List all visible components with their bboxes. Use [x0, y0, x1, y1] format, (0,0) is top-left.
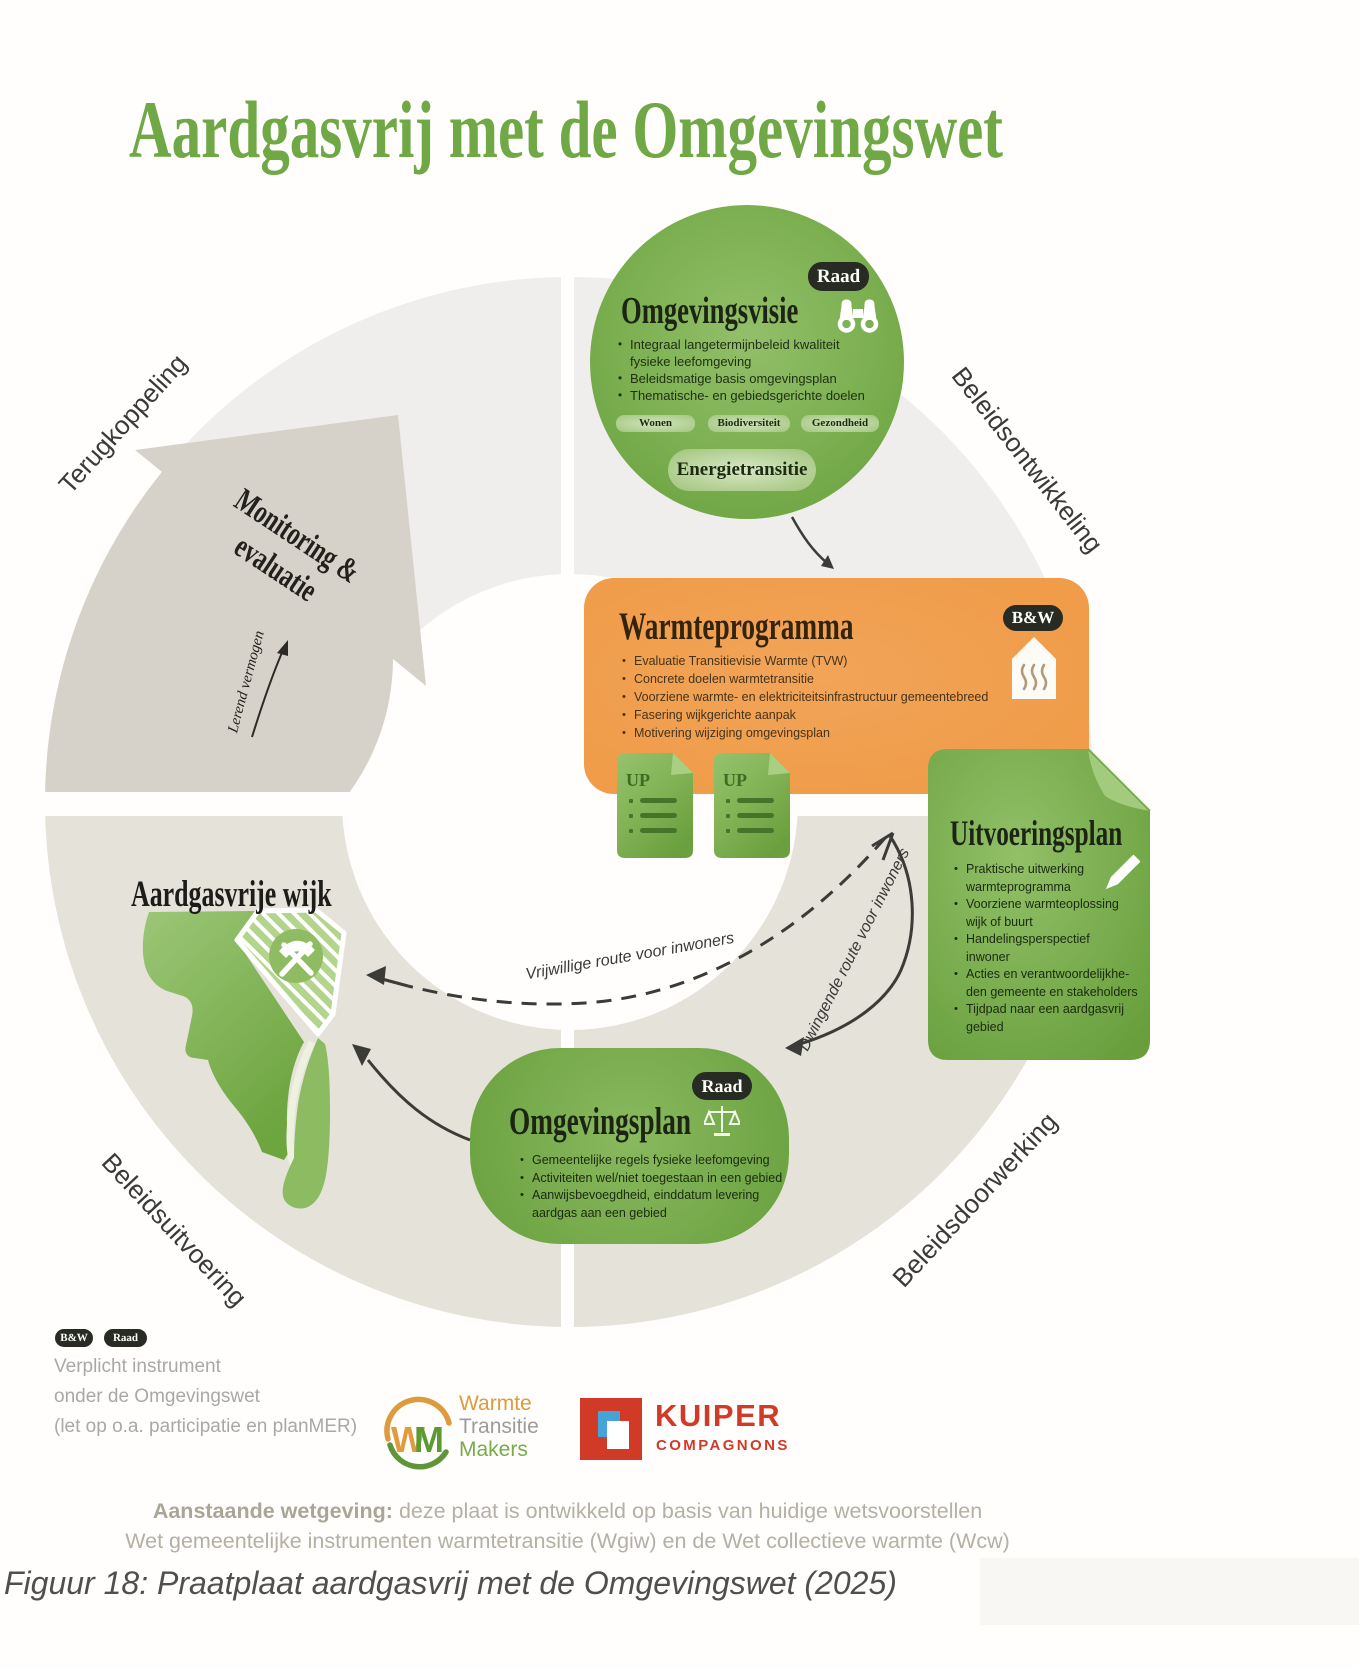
svg-text:UP: UP — [723, 770, 747, 790]
svg-text:M: M — [414, 1419, 444, 1460]
svg-text:UP: UP — [626, 770, 650, 790]
svg-text:W: W — [391, 1419, 425, 1460]
